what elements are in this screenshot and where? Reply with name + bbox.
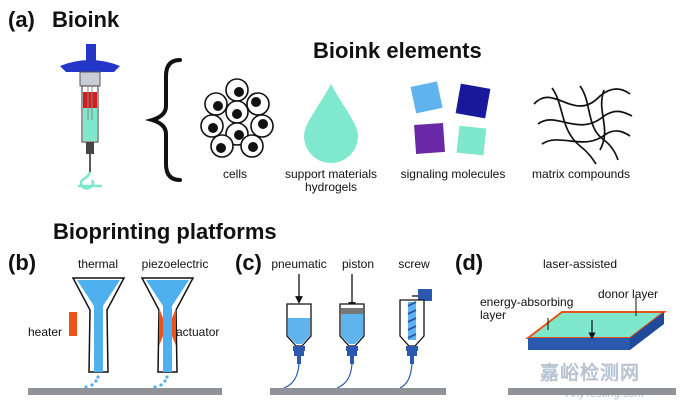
piezoelectric-nozzle: [140, 277, 195, 373]
label-screw: screw: [398, 257, 430, 271]
label-matrix-compounds: matrix compounds: [531, 167, 631, 181]
watermark-cn: 嘉峪检测网: [540, 363, 641, 384]
panel-c-tag: (c): [235, 250, 262, 275]
label-laser-assisted: laser-assisted: [542, 257, 618, 271]
thermal-nozzle: [69, 277, 126, 373]
syringe-illustration: [60, 44, 120, 190]
build-plate-b: [28, 388, 222, 395]
matrix-fibers: [533, 85, 633, 165]
label-donor-layer: donor layer: [598, 287, 659, 301]
droplets-b: [84, 375, 169, 389]
label-actuator: actuator: [176, 325, 220, 339]
label-piston: piston: [341, 257, 375, 271]
bioink-elements-title: Bioink elements: [313, 38, 482, 63]
screw-nozzle: [399, 289, 432, 389]
platforms-title: Bioprinting platforms: [53, 219, 277, 244]
panel-a-tag: (a): [8, 7, 35, 32]
hydrogel-drop-icon: [304, 84, 358, 163]
label-pneumatic: pneumatic: [271, 257, 327, 271]
label-signaling-molecules: signaling molecules: [400, 167, 506, 181]
panel-b-tag: (b): [8, 250, 37, 275]
label-support-materials: support materials hydrogels: [284, 167, 378, 194]
signaling-molecules-squares: [410, 81, 491, 156]
laser-assisted-slide: [525, 296, 667, 350]
build-plate-c: [270, 388, 446, 395]
label-cells: cells: [222, 167, 247, 181]
label-piezoelectric: piezoelectric: [141, 257, 209, 271]
curly-brace: [144, 58, 182, 182]
label-energy-absorbing-layer: energy-absorbing layer: [480, 295, 574, 322]
piston-nozzle: [336, 274, 365, 389]
label-thermal: thermal: [77, 257, 118, 271]
build-plate-d: [508, 388, 676, 395]
panel-d-tag: (d): [455, 250, 484, 275]
label-heater: heater: [28, 325, 63, 339]
cells-cluster: [200, 78, 274, 158]
panel-a-title: Bioink: [52, 7, 120, 32]
pneumatic-nozzle: [283, 274, 312, 389]
